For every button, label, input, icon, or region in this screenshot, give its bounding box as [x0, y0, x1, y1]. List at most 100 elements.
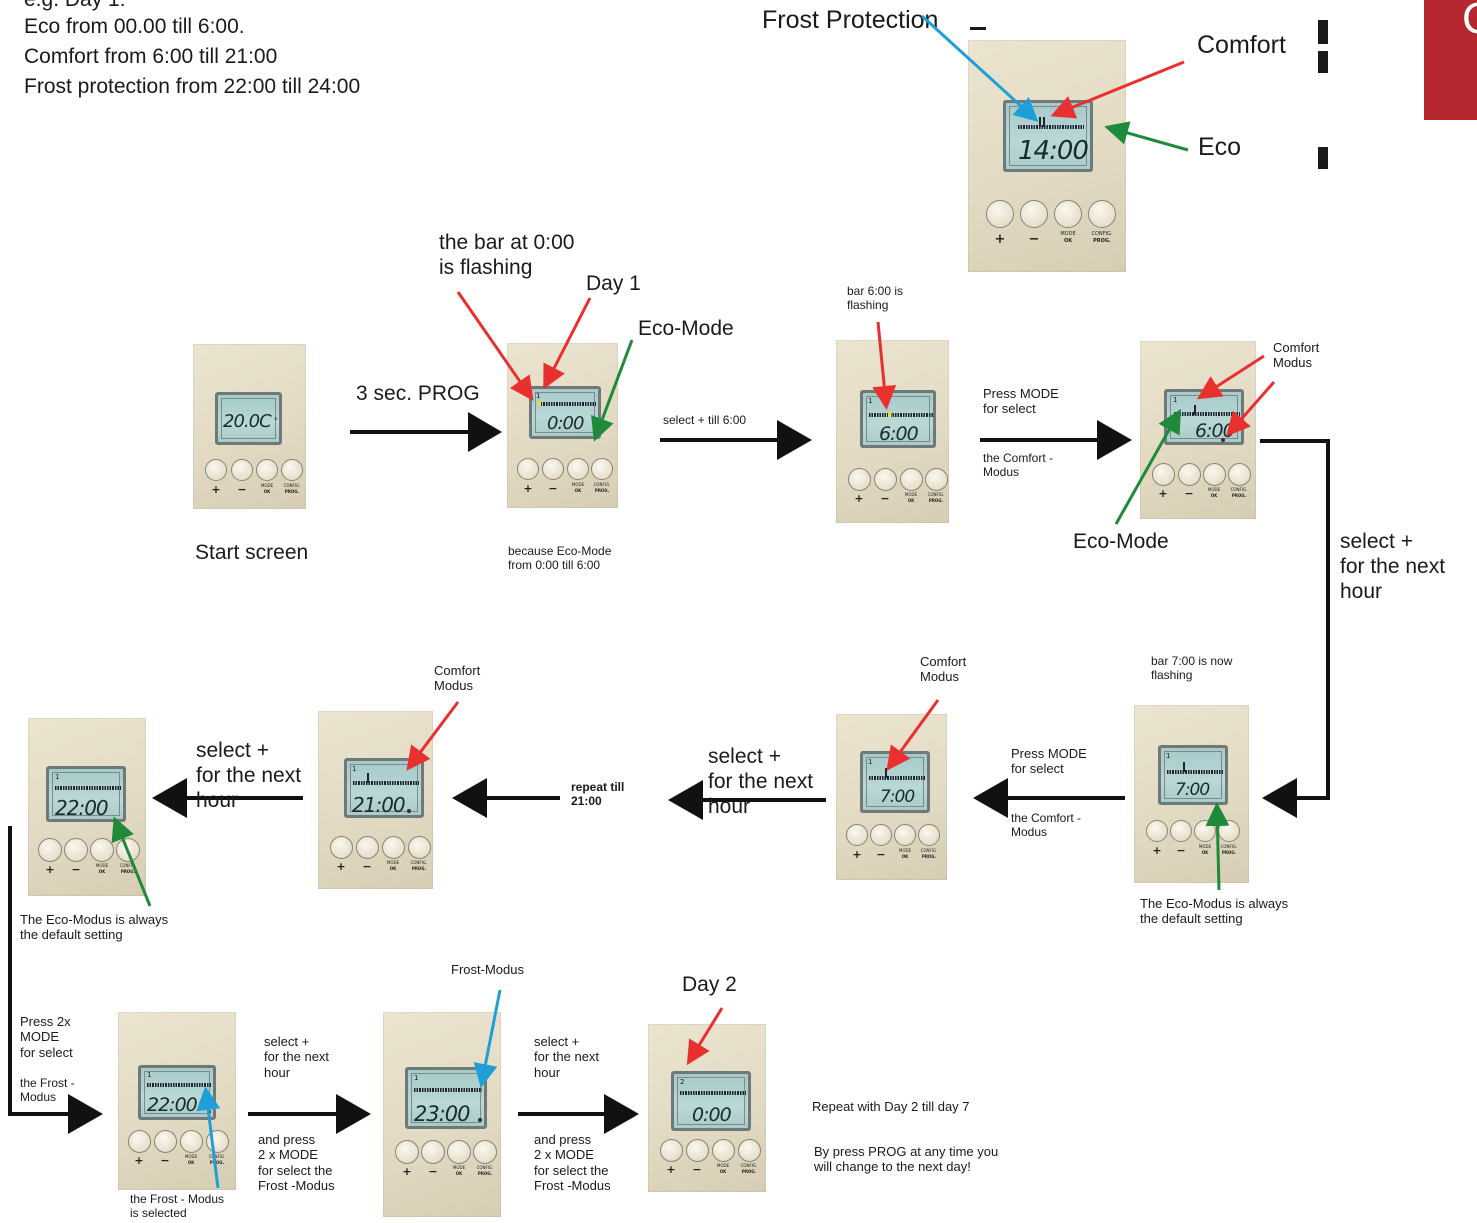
eco-symbol	[1318, 147, 1328, 169]
comfort-pointer-arrow	[1050, 60, 1185, 119]
config-prog-button[interactable]	[473, 1140, 497, 1164]
frost-modus-pointer-arrow	[473, 989, 502, 1088]
ok-label: OK	[187, 1160, 195, 1165]
minus-button[interactable]	[870, 824, 892, 846]
minus-button[interactable]	[231, 459, 253, 481]
plus-button[interactable]	[395, 1140, 419, 1164]
lcd-day: 1	[414, 1074, 419, 1082]
prog-label: PROG.	[284, 489, 300, 494]
legend-frost-label: Frost Protection	[762, 6, 939, 34]
minus-label: −	[692, 1163, 702, 1176]
config-prog-button[interactable]	[738, 1139, 761, 1162]
mode-ok-button[interactable]	[894, 824, 916, 846]
plus-button[interactable]	[660, 1139, 683, 1162]
lcd-day: 1	[536, 392, 541, 400]
mode-ok-button[interactable]	[900, 468, 923, 491]
mode-ok-button[interactable]	[256, 459, 278, 481]
comfort-marker	[367, 773, 369, 783]
lcd-day: 1	[868, 758, 873, 766]
minus-button[interactable]	[356, 836, 379, 859]
minus-button[interactable]	[1170, 820, 1192, 842]
lcd-unit: °	[274, 417, 278, 425]
flow-arrow-step4-to-step5	[973, 778, 1125, 818]
legend-device: 14:00 + − MODE OK CONFIG. PROG.	[968, 40, 1126, 272]
config-label: CONFIG.	[1230, 487, 1248, 492]
lcd-temperature: 20.0C	[223, 411, 272, 432]
eco-default-label-right: The Eco-Modus is always the default sett…	[1140, 896, 1289, 927]
mode-ok-button[interactable]	[712, 1139, 735, 1162]
frost-modus-sub-label: the Frost - Modus	[20, 1076, 75, 1105]
plus-button[interactable]	[1146, 820, 1168, 842]
ok-label: OK	[1210, 493, 1218, 498]
minus-button[interactable]	[64, 838, 88, 862]
prog-label: PROG.	[594, 488, 610, 493]
config-prog-button[interactable]	[281, 459, 303, 481]
mode-ok-button[interactable]	[180, 1130, 203, 1153]
select-till-6-label: select + till 6:00	[663, 413, 747, 427]
plus-label: +	[134, 1154, 144, 1167]
minus-button[interactable]	[542, 458, 564, 480]
plus-label: +	[402, 1165, 412, 1178]
select-next-hour-right: select + for the next hour	[1340, 530, 1446, 603]
frost-symbol	[970, 27, 986, 30]
press-mode-label-2: Press MODE for select	[1011, 746, 1087, 777]
mode-ok-button[interactable]	[382, 836, 405, 859]
plus-button[interactable]	[986, 200, 1014, 228]
mode-label: MODE	[571, 482, 585, 487]
comfort-pointer-arrow-4	[406, 701, 460, 771]
plus-button[interactable]	[205, 459, 227, 481]
lcd-display: 1 22:00	[46, 766, 126, 822]
because-eco-label: because Eco-Mode from 0:00 till 6:00	[508, 544, 612, 573]
minus-button[interactable]	[154, 1130, 177, 1153]
program-bar	[869, 776, 925, 780]
plus-button[interactable]	[517, 458, 539, 480]
ok-label: OK	[1063, 238, 1073, 244]
intro-comfort-line: Comfort from 6:00 till 21:00	[24, 45, 278, 68]
plus-button[interactable]	[846, 824, 868, 846]
plus-button[interactable]	[1152, 463, 1175, 486]
prog-label: PROG.	[411, 866, 427, 871]
minus-button[interactable]	[686, 1139, 709, 1162]
config-prog-button[interactable]	[925, 468, 948, 491]
mode-ok-button[interactable]	[1203, 463, 1226, 486]
config-label: CONFIG.	[1091, 231, 1113, 237]
config-prog-button[interactable]	[1088, 200, 1116, 228]
program-bar	[1174, 412, 1240, 416]
lcd-day: 1	[352, 765, 357, 773]
mode-ok-button[interactable]	[90, 838, 114, 862]
config-prog-button[interactable]	[918, 824, 940, 846]
plus-label: +	[852, 848, 862, 861]
mode-ok-button[interactable]	[567, 458, 589, 480]
config-prog-button[interactable]	[591, 458, 613, 480]
mode-label: MODE	[1060, 231, 1076, 237]
plus-button[interactable]	[848, 468, 871, 491]
bar-flashing-pointer-arrow	[456, 291, 534, 401]
eco-mode-label-1: Eco-Mode	[638, 317, 734, 340]
lcd-time: 7:00	[1175, 780, 1210, 800]
minus-button[interactable]	[421, 1140, 445, 1164]
ok-label: OK	[574, 488, 582, 493]
config-prog-button[interactable]	[1228, 463, 1251, 486]
minus-label: −	[362, 860, 372, 873]
lcd-day: 1	[55, 773, 60, 781]
comfort-modus-label-2: Comfort Modus	[920, 654, 967, 685]
start-screen-label: Start screen	[195, 541, 309, 564]
config-prog-button[interactable]	[408, 836, 431, 859]
plus-button[interactable]	[38, 838, 62, 862]
flow-arrow-step1-to-step2	[660, 420, 812, 460]
minus-button[interactable]	[1020, 200, 1048, 228]
minus-label: −	[1028, 232, 1040, 247]
and-press-label-1: and press 2 x MODE for select the Frost …	[258, 1132, 335, 1193]
plus-button[interactable]	[128, 1130, 151, 1153]
frost-modus-label: Frost-Modus	[451, 962, 524, 977]
mode-ok-button[interactable]	[1054, 200, 1082, 228]
and-press-label-2: and press 2 x MODE for select the Frost …	[534, 1132, 611, 1193]
minus-button[interactable]	[874, 468, 897, 491]
comfort-pointer-arrow-1	[1196, 354, 1265, 400]
mode-label: MODE	[1207, 487, 1221, 492]
ok-label: OK	[719, 1169, 727, 1174]
mode-ok-button[interactable]	[447, 1140, 471, 1164]
plus-button[interactable]	[330, 836, 353, 859]
config-label: CONFIG.	[283, 483, 301, 488]
minus-button[interactable]	[1178, 463, 1201, 486]
